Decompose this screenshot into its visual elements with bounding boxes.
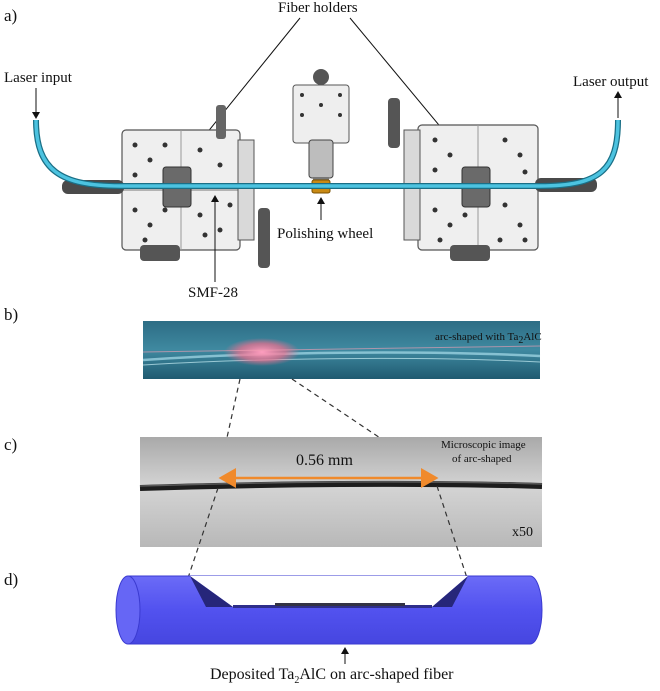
dimension-label: 0.56 mm <box>296 452 353 469</box>
panel-c-micrograph <box>139 437 543 547</box>
polishing-wheel-label: Polishing wheel <box>277 226 374 242</box>
panel-d-caption: Deposited Ta2AlC on arc-shaped fiber <box>210 666 454 687</box>
right-micrometer <box>388 98 400 148</box>
panel-b-caption: arc-shaped with Ta2AlC <box>435 331 542 347</box>
panel-b-photo <box>142 321 541 379</box>
polishing-motor <box>292 69 350 194</box>
smf-label: SMF-28 <box>188 285 239 301</box>
panel-c-label: c) <box>4 435 18 454</box>
left-micrometer <box>258 208 270 268</box>
laser-input-label: Laser input <box>4 70 72 86</box>
micrograph-caption-line2: of arc-shaped <box>452 453 512 465</box>
panel-d-label: d) <box>4 570 19 589</box>
laser-glow <box>224 338 300 366</box>
fiber-holders-label: Fiber holders <box>278 0 358 16</box>
zoom-line-c-left <box>187 487 219 579</box>
laser-output-label: Laser output <box>573 74 649 90</box>
optical-fiber <box>34 119 620 188</box>
panel-a-setup <box>32 17 622 282</box>
deposited-layer <box>275 603 405 606</box>
right-translation-stage <box>388 98 597 261</box>
panel-d-cylinder <box>115 575 543 664</box>
panel-a-label: a) <box>4 6 18 25</box>
panel-b-label: b) <box>4 305 19 324</box>
zoom-line-c-right <box>436 485 468 579</box>
micrograph-caption-line1: Microscopic image <box>441 439 526 451</box>
magnification-label: x50 <box>512 525 533 540</box>
